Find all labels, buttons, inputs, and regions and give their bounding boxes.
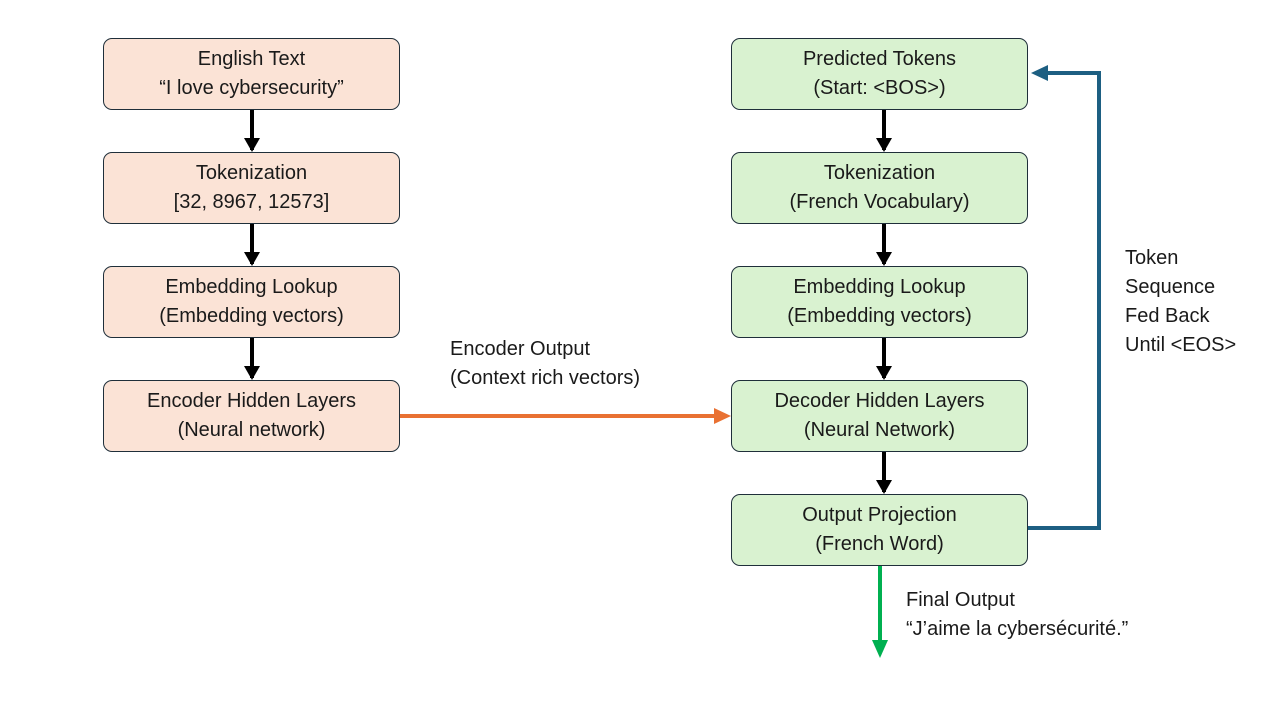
- decoder-flow-arrows: [876, 109, 892, 494]
- box-subtitle: (Neural Network): [803, 419, 956, 441]
- box-subtitle: (Embedding vectors): [159, 305, 344, 327]
- box-encoder-tokenization: Tokenization [32, 8967, 12573]: [103, 152, 400, 224]
- arrowhead: [714, 408, 731, 424]
- box-title: Predicted Tokens: [802, 48, 957, 70]
- box-title: Embedding Lookup: [793, 276, 966, 298]
- encoder-flow-arrows: [244, 109, 260, 380]
- box-subtitle: “I love cybersecurity”: [159, 77, 344, 99]
- box-title: Tokenization: [195, 162, 308, 184]
- box-subtitle: (Embedding vectors): [787, 305, 972, 327]
- arrowhead: [876, 138, 892, 152]
- box-title: Output Projection: [802, 504, 957, 526]
- final-output-label: Final Output “J’aime la cybersécurité.”: [906, 586, 1128, 644]
- box-output-projection: Output Projection (French Word): [731, 494, 1028, 566]
- box-subtitle: (Start: <BOS>): [813, 77, 946, 99]
- label-line: Sequence: [1125, 276, 1216, 298]
- box-title: Encoder Hidden Layers: [146, 390, 356, 412]
- arrowhead: [1031, 65, 1048, 81]
- box-title: Decoder Hidden Layers: [774, 390, 985, 412]
- box-english-text: English Text “I love cybersecurity”: [103, 38, 400, 110]
- arrowhead: [876, 480, 892, 494]
- box-subtitle: [32, 8967, 12573]: [173, 191, 330, 213]
- final-output-arrow: [872, 566, 888, 658]
- box-subtitle: (Neural network): [177, 419, 326, 441]
- box-decoder-tokenization: Tokenization (French Vocabulary): [731, 152, 1028, 224]
- box-title: Tokenization: [823, 162, 936, 184]
- label-line: Token: [1125, 247, 1179, 269]
- feedback-label: Token Sequence Fed Back Until <EOS>: [1125, 244, 1236, 360]
- feedback-loop-arrow: [1028, 65, 1101, 530]
- arrowhead: [244, 366, 260, 380]
- label-line: Fed Back: [1125, 305, 1210, 327]
- label-line: Encoder Output: [450, 338, 591, 360]
- box-title: Embedding Lookup: [165, 276, 338, 298]
- box-predicted-tokens: Predicted Tokens (Start: <BOS>): [731, 38, 1028, 110]
- box-title: English Text: [197, 48, 306, 70]
- box-encoder-hidden-layers: Encoder Hidden Layers (Neural network): [103, 380, 400, 452]
- box-decoder-hidden-layers: Decoder Hidden Layers (Neural Network): [731, 380, 1028, 452]
- encoder-to-decoder-arrow: [400, 408, 731, 424]
- label-line: “J’aime la cybersécurité.”: [906, 618, 1129, 640]
- arrowhead: [244, 252, 260, 266]
- box-decoder-embedding-lookup: Embedding Lookup (Embedding vectors): [731, 266, 1028, 338]
- arrowhead: [876, 252, 892, 266]
- box-subtitle: (French Word): [815, 533, 944, 555]
- arrowhead: [244, 138, 260, 152]
- arrowhead: [872, 640, 888, 658]
- arrowhead: [876, 366, 892, 380]
- box-subtitle: (French Vocabulary): [789, 191, 970, 213]
- label-line: (Context rich vectors): [450, 367, 641, 389]
- label-line: Final Output: [906, 589, 1015, 611]
- encoder-output-label: Encoder Output (Context rich vectors): [450, 335, 640, 393]
- label-line: Until <EOS>: [1125, 334, 1237, 356]
- box-encoder-embedding-lookup: Embedding Lookup (Embedding vectors): [103, 266, 400, 338]
